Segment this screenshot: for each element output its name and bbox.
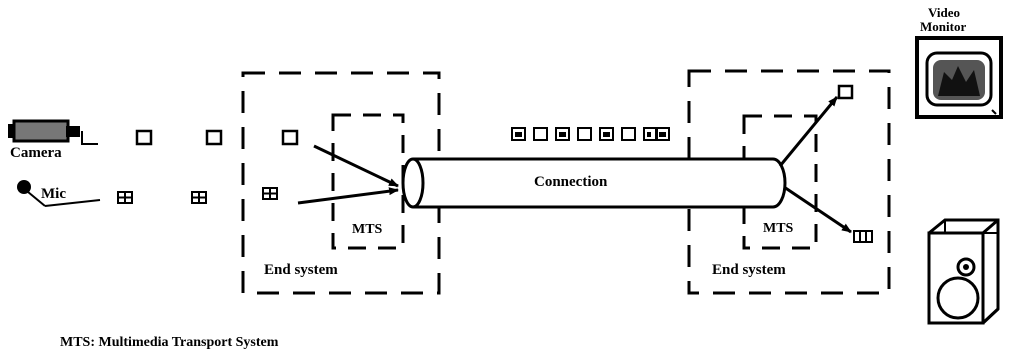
video-frame xyxy=(578,128,591,140)
end-system-left-label: End system xyxy=(264,263,338,278)
camera-label: Camera xyxy=(10,146,62,161)
video-frame xyxy=(839,86,852,98)
camera-icon xyxy=(8,121,98,144)
speaker-icon xyxy=(929,220,998,323)
video-monitor-icon xyxy=(917,38,1001,117)
mts-left-label: MTS xyxy=(352,223,382,237)
end-system-right-label: End system xyxy=(712,263,786,278)
video-frame xyxy=(137,131,151,144)
video-frame xyxy=(283,131,297,144)
mic-label: Mic xyxy=(41,187,66,202)
video-monitor-label-line2: Monitor xyxy=(920,20,966,33)
video-monitor-label-line1: Video xyxy=(928,6,960,19)
audio-frame xyxy=(192,192,206,203)
legend: MTS: Multimedia Transport System xyxy=(60,336,278,350)
video-frame xyxy=(534,128,547,140)
video-frame xyxy=(207,131,221,144)
connection-label: Connection xyxy=(534,175,607,190)
audio-frame xyxy=(263,188,277,199)
mts-right-label: MTS xyxy=(763,222,793,236)
audio-frame xyxy=(854,231,872,242)
video-frame xyxy=(622,128,635,140)
audio-frame xyxy=(118,192,132,203)
